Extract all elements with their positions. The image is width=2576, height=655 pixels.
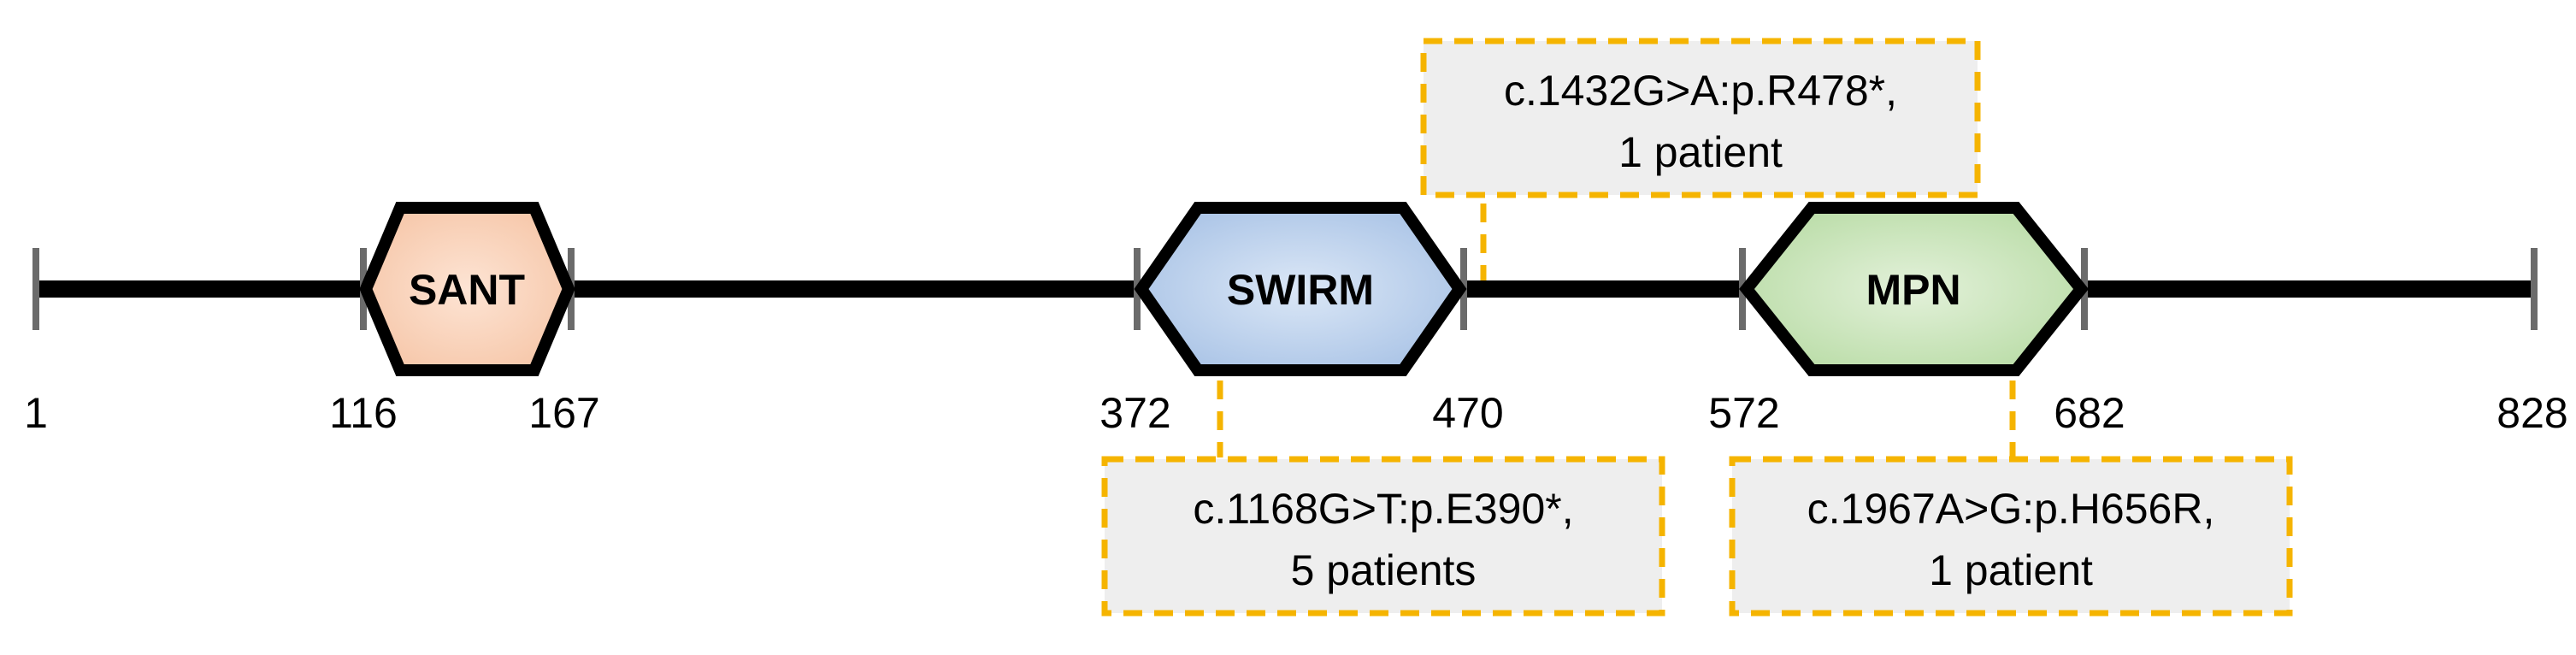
callout-h656-box xyxy=(1729,456,2293,617)
domain-sant: SANT xyxy=(359,202,575,376)
domain-swirm: SWIRM xyxy=(1134,202,1467,376)
callout-h656: c.1967A>G:p.H656R, 1 patient xyxy=(1729,456,2293,617)
callout-e390-line1: c.1168G>T:p.E390*, xyxy=(1193,485,1573,533)
callout-h656-line1: c.1967A>G:p.H656R, xyxy=(1807,485,2215,533)
callout-e390-box xyxy=(1101,456,1665,617)
domain-swirm-shape xyxy=(1134,202,1467,376)
callout-r478-line2: 1 patient xyxy=(1618,128,1783,176)
pos-label-sant-end: 167 xyxy=(528,389,599,437)
position-labels: 1 116 167 372 470 572 682 828 xyxy=(24,389,2568,437)
domain-mpn: MPN xyxy=(1739,202,2089,376)
domain-sant-label: SANT xyxy=(409,266,525,314)
pos-label-swirm-end: 470 xyxy=(1432,389,1503,437)
callout-r478-line1: c.1432G>A:p.R478*, xyxy=(1504,67,1897,115)
pos-label-mpn-start: 572 xyxy=(1708,389,1779,437)
pos-label-sant-start: 116 xyxy=(329,389,398,437)
domain-sant-shape xyxy=(359,202,575,376)
domain-swirm-label: SWIRM xyxy=(1227,266,1374,314)
callout-r478: c.1432G>A:p.R478*, 1 patient xyxy=(1420,38,1981,198)
domain-mpn-label: MPN xyxy=(1866,266,1960,314)
callout-e390-line2: 5 patients xyxy=(1291,546,1477,594)
callout-r478-box xyxy=(1420,38,1981,198)
pos-label-mpn-end: 682 xyxy=(2054,389,2125,437)
pos-label-start: 1 xyxy=(24,389,48,437)
pos-label-end: 828 xyxy=(2496,389,2567,437)
domain-mpn-shape xyxy=(1739,202,2089,376)
callout-h656-line2: 1 patient xyxy=(1929,546,2093,594)
callout-e390: c.1168G>T:p.E390*, 5 patients xyxy=(1101,456,1665,617)
pos-label-swirm-start: 372 xyxy=(1099,389,1170,437)
